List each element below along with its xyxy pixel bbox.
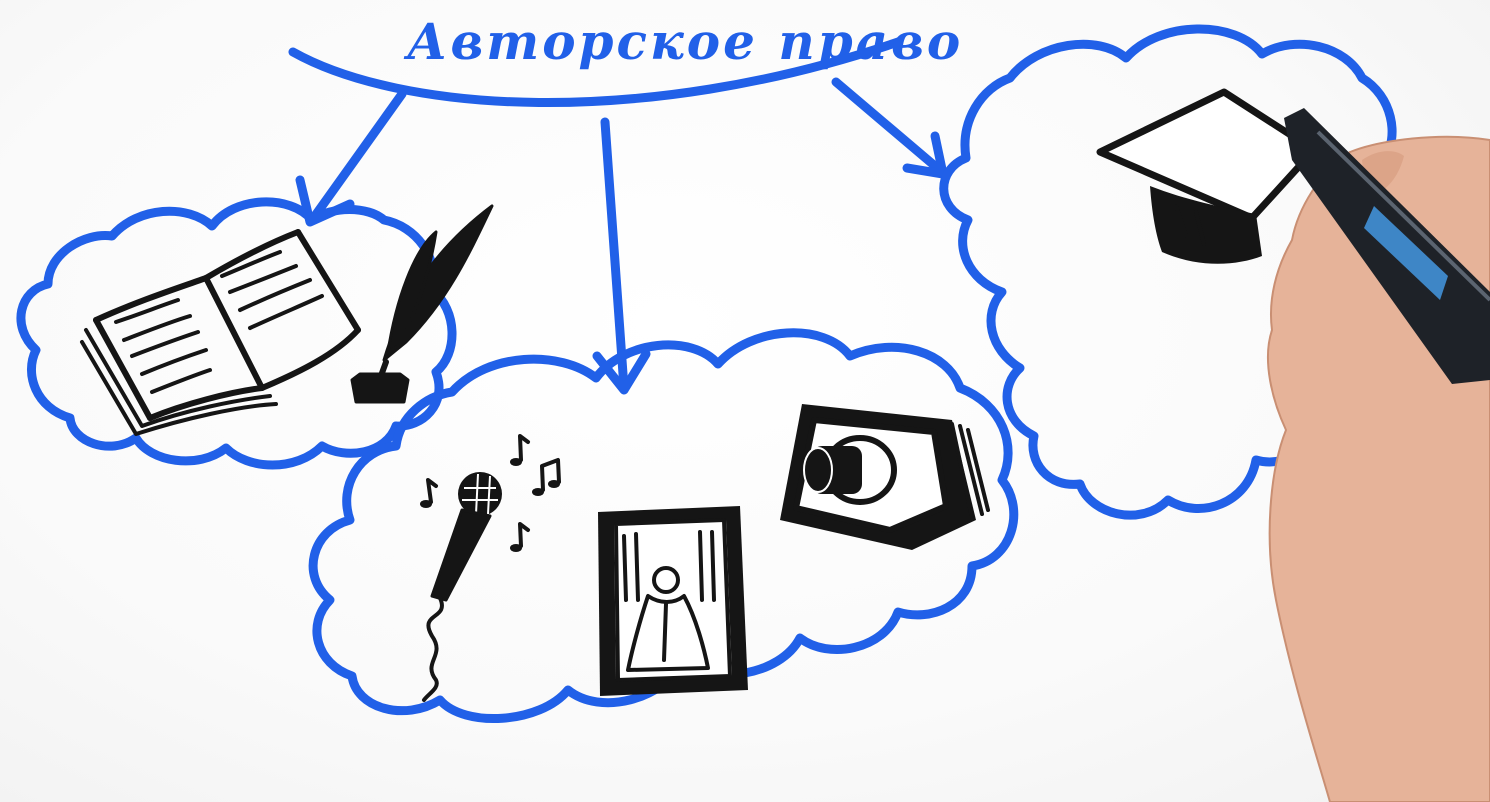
- music-note-1: [420, 480, 436, 508]
- open-book-icon: [82, 232, 358, 434]
- graduation-cap-icon: [1100, 92, 1314, 264]
- film-camera-icon: [780, 404, 988, 550]
- music-note-2: [510, 436, 528, 466]
- music-note-4: [510, 524, 528, 552]
- title-arc: [293, 42, 898, 103]
- microphone-icon: [424, 472, 502, 700]
- inkwell-icon: [352, 374, 408, 402]
- arrow-to-science: [836, 82, 943, 174]
- framed-portrait-icon: [598, 506, 748, 696]
- music-note-3: [532, 460, 560, 496]
- quill-pen-icon: [378, 206, 492, 384]
- hand-with-marker-icon: [1268, 108, 1490, 802]
- arrow-to-literature: [300, 94, 402, 222]
